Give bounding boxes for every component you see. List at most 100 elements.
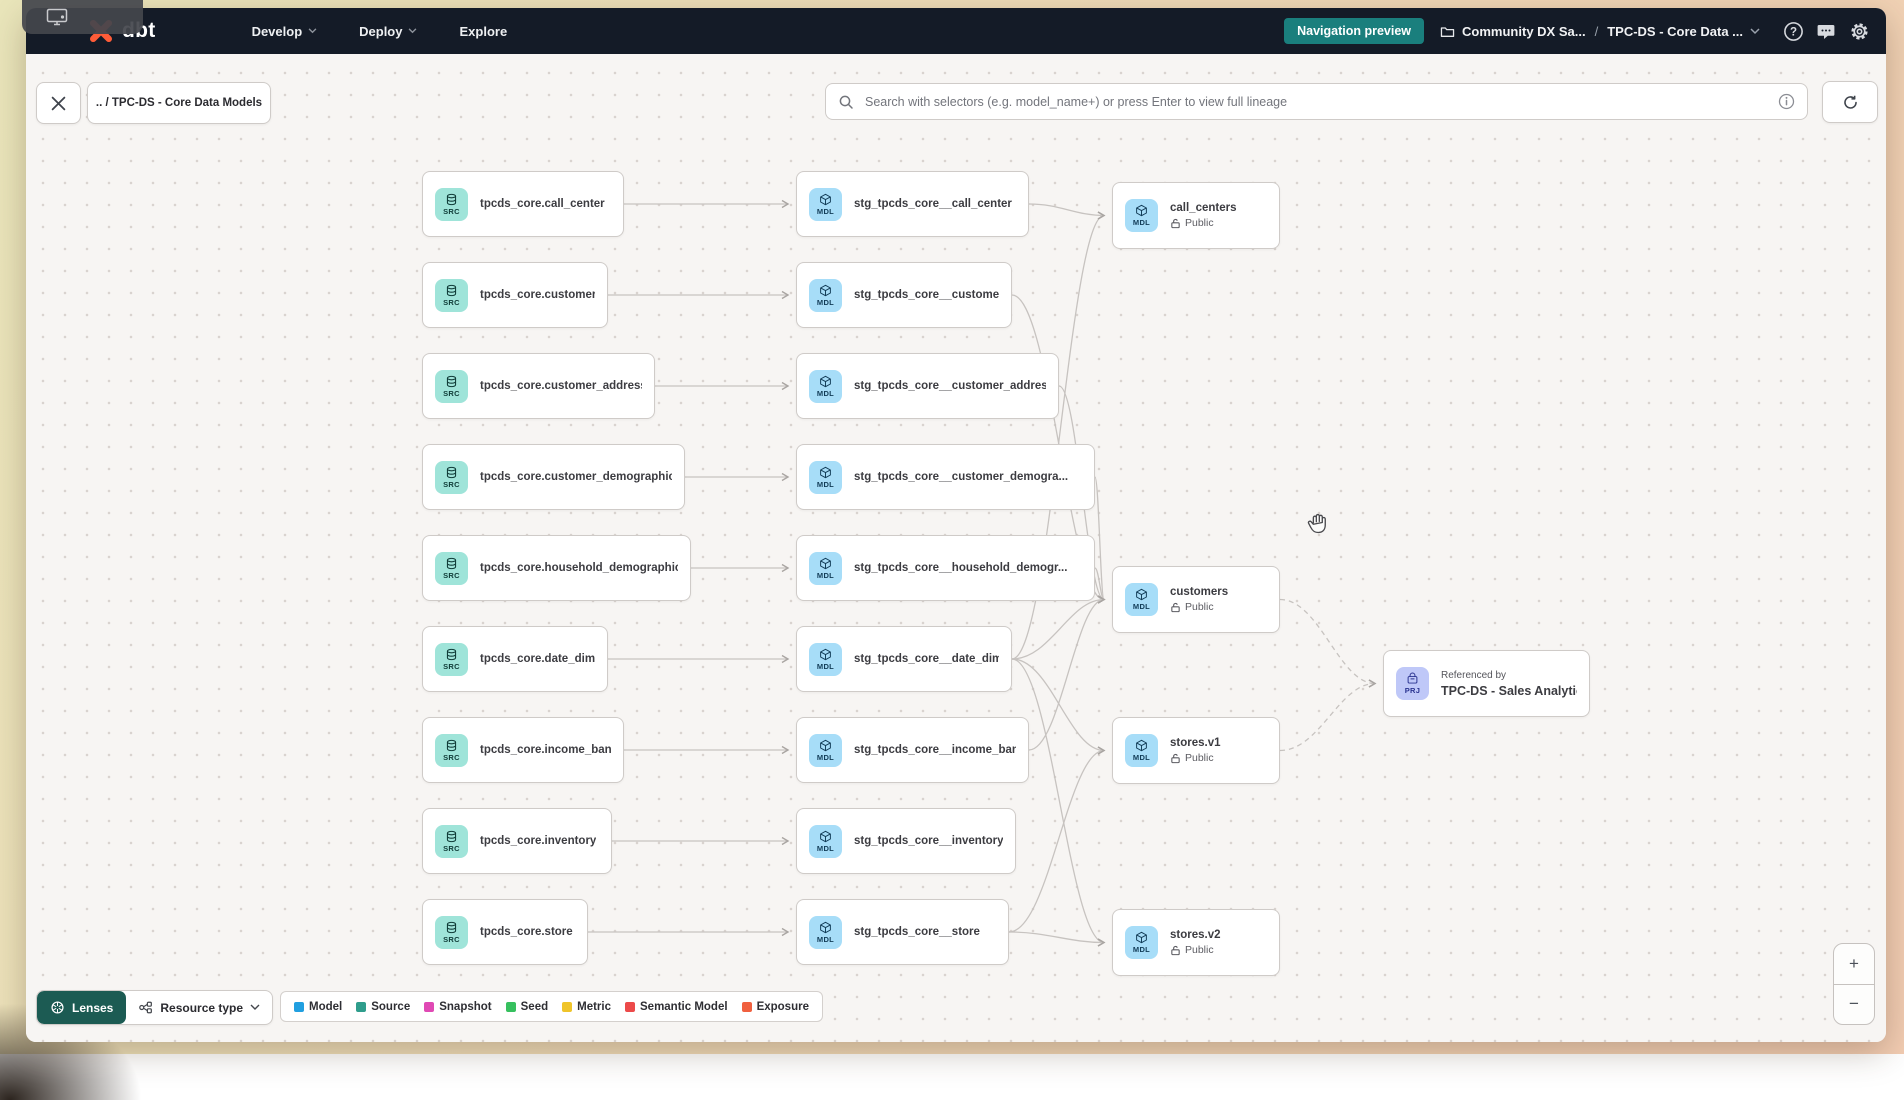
breadcrumb-page[interactable]: TPC-DS - Core Data ... (1607, 24, 1743, 39)
legend-item-model: Model (294, 1001, 342, 1013)
graph-node-source[interactable]: SRC tpcds_core.date_dim (422, 626, 608, 692)
resource-type-label: Resource type (160, 1001, 243, 1015)
model-badge-icon: MDL (1125, 926, 1158, 959)
source-badge-icon: SRC (435, 552, 468, 585)
close-lineage-button[interactable] (36, 82, 81, 124)
breadcrumb-project[interactable]: Community DX Sa... (1462, 24, 1586, 39)
lenses-toolbar: Lenses Resource type (36, 990, 273, 1025)
legend-item-semantic-model: Semantic Model (625, 1001, 728, 1013)
zoom-in-button[interactable]: + (1834, 944, 1874, 985)
search-input[interactable] (863, 94, 1769, 110)
model-badge-icon: MDL (809, 643, 842, 676)
model-badge-icon: MDL (809, 188, 842, 221)
settings-gear-icon[interactable] (1848, 20, 1870, 42)
graph-node-model[interactable]: MDL stg_tpcds_core__customer_demogra... (796, 444, 1095, 510)
legend-item-snapshot: Snapshot (424, 1001, 491, 1013)
chevron-down-icon (408, 28, 417, 34)
chevron-down-icon (308, 28, 317, 34)
graph-node-model[interactable]: MDL stg_tpcds_core__household_demogr... (796, 535, 1095, 601)
legend-item-seed: Seed (506, 1001, 549, 1013)
breadcrumb[interactable]: Community DX Sa... / TPC-DS - Core Data … (1440, 24, 1760, 39)
graph-node-model[interactable]: MDL stg_tpcds_core__store (796, 899, 1009, 965)
node-title: tpcds_core.customer_demographics (480, 471, 672, 483)
node-title: stores.v2 (1170, 929, 1221, 941)
node-title: call_centers (1170, 202, 1237, 214)
node-title: stg_tpcds_core__call_center (854, 198, 1012, 210)
model-badge-icon: MDL (809, 552, 842, 585)
node-access-badge: Public (1170, 601, 1228, 613)
monitor-icon (46, 8, 68, 26)
legend-item-metric: Metric (562, 1001, 611, 1013)
node-title: tpcds_core.date_dim (480, 653, 595, 665)
resource-type-dropdown[interactable]: Resource type (126, 991, 272, 1024)
nav-menu-deploy[interactable]: Deploy (359, 24, 417, 39)
legend-swatch (424, 1002, 434, 1012)
node-title: TPC-DS - Sales Analytics (1441, 684, 1577, 698)
screen-share-indicator (22, 0, 143, 34)
node-title: stg_tpcds_core__household_demogr... (854, 562, 1067, 574)
model-badge-icon: MDL (1125, 199, 1158, 232)
node-title: stg_tpcds_core__customer_demogra... (854, 471, 1068, 483)
resource-type-icon (138, 1000, 153, 1015)
source-badge-icon: SRC (435, 279, 468, 312)
source-badge-icon: SRC (435, 643, 468, 676)
node-overline: Referenced by (1441, 670, 1577, 681)
model-badge-icon: MDL (1125, 583, 1158, 616)
nav-menu-develop[interactable]: Develop (252, 24, 318, 39)
refresh-lineage-button[interactable] (1822, 81, 1878, 123)
lineage-breadcrumb-chip[interactable]: .. / TPC-DS - Core Data Models (87, 82, 271, 124)
dbt-app-window: dbt Develop Deploy Explore Navigation pr… (26, 8, 1886, 1042)
source-badge-icon: SRC (435, 461, 468, 494)
feedback-icon[interactable] (1815, 20, 1837, 42)
legend-item-source: Source (356, 1001, 410, 1013)
node-title: tpcds_core.income_band (480, 744, 611, 756)
nav-menu-explore[interactable]: Explore (459, 24, 507, 39)
node-title: stg_tpcds_core__income_band (854, 744, 1016, 756)
legend-swatch (562, 1002, 572, 1012)
graph-node-source[interactable]: SRC tpcds_core.call_center (422, 171, 624, 237)
lineage-search (825, 83, 1808, 120)
model-badge-icon: MDL (1125, 734, 1158, 767)
model-badge-icon: MDL (809, 916, 842, 949)
model-badge-icon: MDL (809, 825, 842, 858)
lenses-label: Lenses (72, 1001, 113, 1015)
chevron-down-icon[interactable] (1750, 28, 1760, 35)
node-title: tpcds_core.inventory (480, 835, 596, 847)
node-access-badge: Public (1170, 944, 1221, 956)
info-icon[interactable] (1778, 93, 1795, 110)
source-badge-icon: SRC (435, 916, 468, 949)
navigation-preview-badge[interactable]: Navigation preview (1284, 18, 1424, 44)
model-badge-icon: MDL (809, 279, 842, 312)
svg-text:?: ? (1789, 26, 1796, 38)
graph-node-model[interactable]: MDL stg_tpcds_core__call_center (796, 171, 1029, 237)
node-title: tpcds_core.call_center (480, 198, 605, 210)
node-title: stg_tpcds_core__store (854, 926, 980, 938)
lenses-button[interactable]: Lenses (37, 991, 126, 1024)
navbar-right: Navigation preview Community DX Sa... / … (1284, 18, 1870, 44)
node-title: stg_tpcds_core__customer_address (854, 380, 1046, 392)
help-icon[interactable]: ? (1782, 20, 1804, 42)
node-title: stg_tpcds_core__date_dim (854, 653, 999, 665)
model-badge-icon: MDL (809, 461, 842, 494)
graph-node-source[interactable]: SRC tpcds_core.customer_demographics (422, 444, 685, 510)
top-navbar: dbt Develop Deploy Explore Navigation pr… (26, 8, 1886, 54)
zoom-out-button[interactable]: − (1834, 985, 1874, 1025)
graph-node-model[interactable]: MDL stg_tpcds_core__date_dim (796, 626, 1012, 692)
source-badge-icon: SRC (435, 188, 468, 221)
